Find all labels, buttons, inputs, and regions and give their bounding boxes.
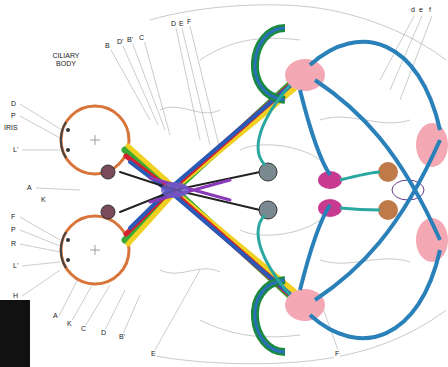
callout-letter: B' (118, 333, 126, 341)
callout-letter: A (26, 184, 33, 192)
callout-letter: E (178, 20, 185, 28)
callout-letter: H (12, 292, 19, 300)
callout-letter: A (52, 312, 59, 320)
callout-letter: e (418, 6, 424, 14)
callout-letter: d (410, 6, 416, 14)
callout-letter: P (10, 226, 17, 234)
callout-letter: D' (116, 38, 124, 46)
callout-letter: C (80, 325, 87, 333)
callout-letter: B (104, 42, 111, 50)
callout-letter: IRIS (3, 124, 19, 132)
callout-letter: L' (12, 262, 19, 270)
callout-letter: F (10, 213, 16, 221)
part-name: CILIARY BODY (44, 52, 88, 68)
callout-letter: P (10, 112, 17, 120)
callout-letter: K (40, 196, 47, 204)
callout-letter: D (100, 329, 107, 337)
callout-letter: F (186, 18, 192, 26)
callout-letter: K (66, 320, 73, 328)
callout-letter: L' (12, 146, 19, 154)
callout-letter: E (150, 350, 157, 358)
callout-letter: D (170, 20, 177, 28)
callout-letter: R (10, 240, 17, 248)
callout-letter: C (138, 34, 145, 42)
callout-letter: F (334, 350, 340, 358)
callout-letter: B' (126, 36, 134, 44)
callout-letter: f (428, 6, 432, 14)
callout-letter: D (10, 100, 17, 108)
